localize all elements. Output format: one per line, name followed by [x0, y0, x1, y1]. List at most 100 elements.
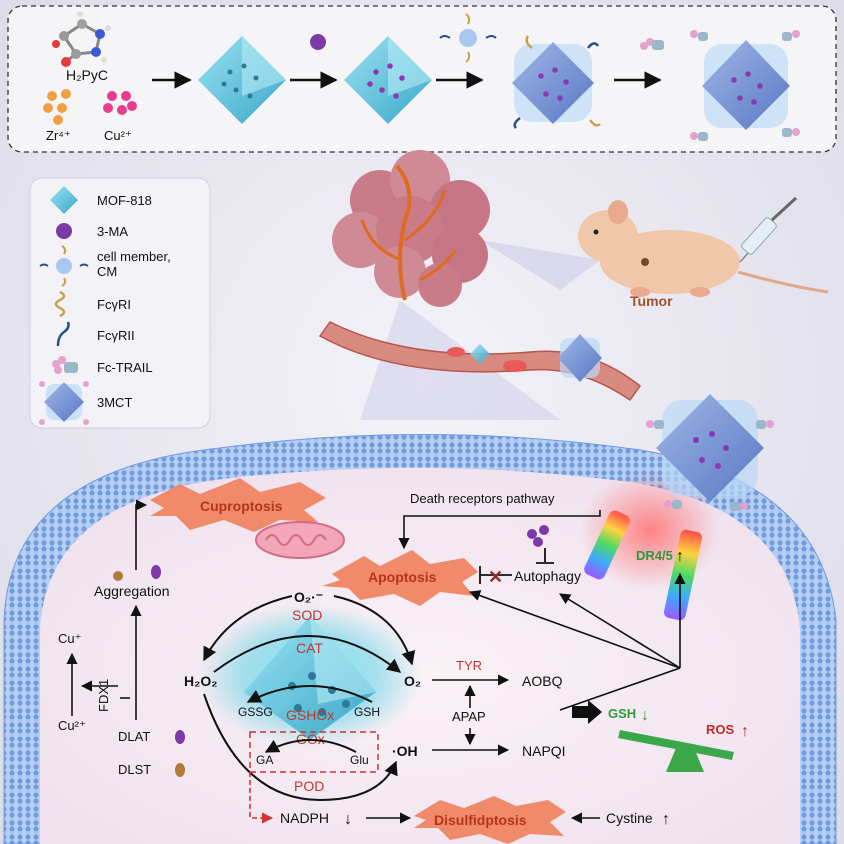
legend-cm-label: CM	[97, 264, 117, 279]
oh-label: ·OH	[392, 743, 418, 759]
3ma-ball-icon	[310, 34, 326, 50]
receptor-to-autophagy-arrow	[559, 593, 681, 669]
mouse-icon	[578, 200, 829, 297]
o2radical-to-o2-arrow	[333, 595, 416, 666]
apoptosis-label: Apoptosis	[368, 569, 437, 585]
disulfidptosis-burst	[414, 796, 566, 844]
dlat-aggregate-dot	[113, 571, 123, 581]
gox-dashed-box	[249, 731, 379, 773]
apap-label: APAP	[452, 709, 486, 724]
cystine-label: Cystine	[606, 810, 653, 826]
legend-fc-trail-icon	[52, 356, 78, 374]
h2o2-to-oh-pod-arrow	[203, 693, 398, 802]
gsh-down-arrow: ↓	[641, 707, 649, 724]
cu2-plus-label: Cu²⁺	[58, 718, 86, 733]
mof-loaded-icon	[344, 36, 432, 124]
synthesis-panel: H₂PyC Zr⁴⁺ Cu²⁺	[7, 5, 837, 153]
pod-label: POD	[294, 778, 324, 794]
zr-ion-icon	[43, 89, 71, 125]
death-receptors-pathway-label: Death receptors pathway	[410, 491, 555, 506]
legend-fcgr2-label: FcγRII	[97, 328, 135, 343]
apoptosis-burst	[322, 550, 478, 606]
legend-fcgr2-icon	[56, 321, 70, 347]
gshox-label: GSHOx	[286, 707, 334, 723]
legend-mof818-label: MOF-818	[97, 193, 152, 208]
glu-to-ga-arrow	[264, 739, 357, 753]
aggregation-to-cuproptosis-arrow	[135, 499, 148, 570]
tumor-label: Tumor	[630, 293, 673, 309]
o2radical-to-h2o2-arrow	[203, 595, 293, 662]
sod-label: SOD	[292, 607, 322, 623]
autophagy-label: Autophagy	[514, 568, 581, 584]
cystine-up-arrow: ↑	[662, 811, 670, 828]
nadph-down-arrow: ↓	[344, 811, 352, 828]
light-beam-right	[480, 240, 600, 290]
h2pyc-molecule-icon	[52, 11, 111, 67]
3ma-cluster-icon	[527, 525, 549, 547]
red-blood-cell	[503, 360, 527, 372]
receptor-to-apoptosis-arrow	[468, 590, 681, 669]
ga-label: GA	[256, 753, 273, 767]
o2-radical-label: O₂·⁻	[294, 589, 323, 605]
cu-ion-icon	[103, 91, 137, 115]
legend-3ma-label: 3-MA	[97, 224, 128, 239]
legend-panel: MOF-818 3-MA cell member, CM FcγRI FcγRI…	[29, 177, 211, 429]
zr-label: Zr⁴⁺	[46, 128, 71, 143]
gsh-inner-label: GSH	[354, 705, 380, 719]
cuproptosis-burst	[150, 478, 326, 532]
gsh-level-label: GSH	[608, 706, 636, 721]
death-pathway-arrow	[398, 510, 601, 550]
legend-mof818-icon	[50, 186, 78, 214]
cell-membrane-icon	[439, 13, 497, 63]
tyr-label: TYR	[456, 658, 482, 673]
fc-trail-icon	[640, 38, 664, 50]
cell-3mct-icon	[646, 394, 774, 511]
legend-3mct-icon	[39, 381, 89, 425]
inhibit-x-icon: ✕	[488, 567, 503, 587]
coated-mof-icon	[512, 35, 601, 129]
nadph-label: NADPH	[280, 810, 329, 826]
legend-3mct-label: 3MCT	[97, 395, 132, 410]
ros-up-arrow: ↑	[741, 723, 749, 740]
big-right-arrow-icon	[572, 700, 602, 724]
red-blood-cell-2	[447, 347, 465, 357]
mitochondrion-icon	[255, 521, 345, 559]
3mct-icon	[690, 30, 800, 141]
glu-label: Glu	[350, 753, 369, 767]
legend-fcgr1-icon	[54, 290, 66, 318]
cu-label: Cu²⁺	[104, 128, 132, 143]
legend-3ma-icon	[56, 223, 72, 239]
dr45-label: DR4/5	[636, 548, 673, 563]
gssg-label: GSSG	[238, 705, 273, 719]
dlat-aggregate-purple	[151, 565, 161, 579]
dlat-label: DLAT	[118, 729, 150, 744]
legend-fc-trail-label: Fc-TRAIL	[97, 360, 153, 375]
h2o2-to-o2-cat-arrow	[213, 635, 402, 673]
gox-to-nadph-arrow	[249, 772, 274, 824]
dr45-up-arrow: ↑	[676, 548, 684, 565]
legend-cell-member-icon	[39, 245, 89, 287]
legend-cell-member-label: cell member,	[97, 249, 171, 264]
dlat-icon	[175, 730, 185, 744]
cuproptosis-label: Cuproptosis	[200, 498, 283, 514]
cu-plus-label: Cu⁺	[58, 631, 81, 646]
h2pyc-label: H₂PyC	[66, 67, 108, 83]
aggregation-label: Aggregation	[94, 583, 170, 599]
vessel-3mct-icon	[470, 334, 602, 382]
fdx1-label: FDX1	[96, 679, 111, 712]
tumor-mass-icon	[332, 150, 490, 307]
seesaw-balance-icon	[618, 730, 734, 772]
o2-label: O₂	[404, 673, 421, 689]
dlst-label: DLST	[118, 762, 151, 777]
cell: Cuproptosis Death receptors pathway Apop…	[3, 394, 837, 844]
tumor-vessel-scene: Tumor	[318, 150, 829, 420]
aobq-label: AOBQ	[522, 673, 563, 689]
napqi-label: NAPQI	[522, 743, 566, 759]
ros-level-label: ROS	[706, 722, 735, 737]
to-receptor-line	[559, 667, 681, 711]
legend-fcgr1-label: FcγRI	[97, 297, 131, 312]
cat-label: CAT	[296, 640, 323, 656]
syringe-icon	[739, 196, 798, 263]
mof818-octahedron-icon	[198, 36, 286, 124]
gsh-to-gssg-arrow	[246, 685, 373, 703]
